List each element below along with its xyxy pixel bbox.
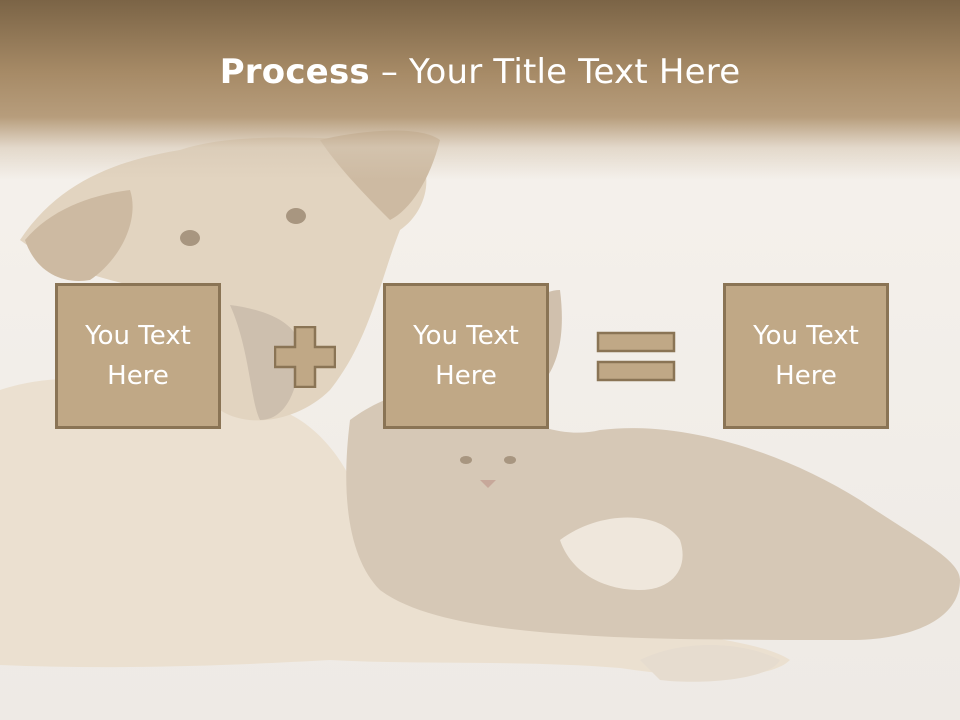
title-bold: Process bbox=[219, 52, 370, 92]
process-box-3-label: You Text Here bbox=[753, 321, 859, 391]
slide-title: Process – Your Title Text Here bbox=[0, 52, 960, 92]
process-box-1[interactable]: You Text Here bbox=[55, 283, 221, 429]
process-box-2[interactable]: You Text Here bbox=[383, 283, 549, 429]
title-band bbox=[0, 0, 960, 180]
equals-icon bbox=[596, 331, 676, 382]
plus-icon bbox=[274, 326, 336, 388]
title-rest: – Your Title Text Here bbox=[369, 52, 741, 92]
process-box-2-label: You Text Here bbox=[413, 321, 519, 391]
process-box-1-label: You Text Here bbox=[85, 321, 191, 391]
process-box-3[interactable]: You Text Here bbox=[723, 283, 889, 429]
